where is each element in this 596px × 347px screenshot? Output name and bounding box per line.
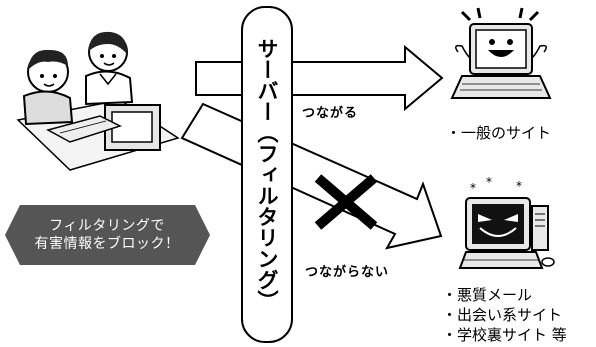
- svg-text:*: *: [516, 179, 522, 193]
- svg-text:*: *: [470, 181, 476, 195]
- evil-computer-icon: * * *: [458, 175, 555, 269]
- blocked-arrow: [180, 102, 443, 250]
- no-connect-label: つながらない: [305, 265, 390, 280]
- server-label: サーバー（フィルタリング）: [255, 38, 279, 311]
- bad-sites-list: ・悪質メール ・出会い系サイト ・学校裏サイト 等: [442, 285, 567, 345]
- bad-site-item: ・学校裏サイト 等: [442, 326, 567, 344]
- svg-text:*: *: [486, 175, 492, 189]
- badge-text: フィルタリングで 有害情報をブロック！: [12, 217, 202, 253]
- connect-arrow: [195, 44, 444, 112]
- children-at-computer-icon: [16, 31, 180, 171]
- badge-line-1: フィルタリングで: [49, 218, 165, 234]
- bad-site-item: ・悪質メール: [442, 286, 533, 304]
- badge-line-2: 有害情報をブロック！: [34, 236, 180, 252]
- good-site-item: ・一般のサイト: [446, 124, 552, 142]
- filter-badge: [5, 205, 210, 265]
- good-sites-list: ・一般のサイト: [446, 123, 551, 143]
- bad-site-item: ・出会い系サイト: [442, 306, 563, 324]
- connect-label: つながる: [302, 106, 359, 121]
- server-box: サーバー（フィルタリング）: [241, 6, 293, 343]
- block-x-icon: [314, 174, 378, 230]
- happy-laptop-icon: [450, 7, 552, 99]
